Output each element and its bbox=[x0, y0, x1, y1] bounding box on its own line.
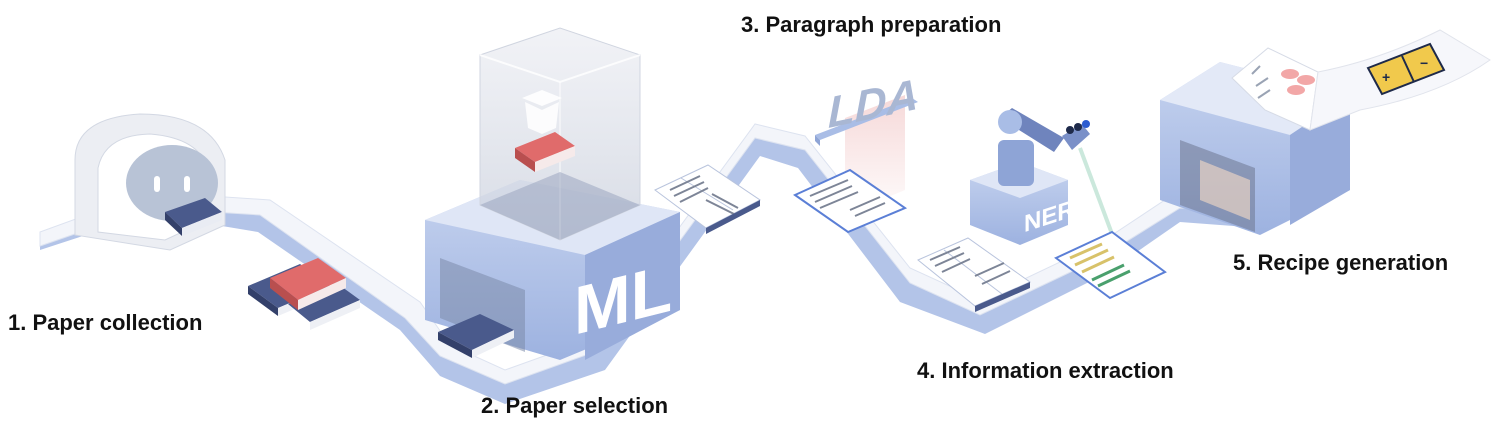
paper-icon bbox=[1054, 230, 1167, 300]
book-icon bbox=[165, 198, 222, 236]
book-stack bbox=[248, 258, 360, 330]
svg-text:−: − bbox=[1420, 55, 1428, 71]
step-label-paper-collection: 1. Paper collection bbox=[8, 310, 203, 335]
step-label-information-extraction: 4. Information extraction bbox=[917, 358, 1174, 383]
open-book-icon bbox=[654, 164, 761, 234]
book-icon bbox=[515, 132, 575, 172]
step-label-recipe-generation: 5. Recipe generation bbox=[1233, 250, 1449, 275]
book-icon bbox=[438, 314, 514, 358]
svg-text:+: + bbox=[1382, 69, 1390, 85]
step-label-paper-selection: 2. Paper selection bbox=[481, 393, 669, 418]
step-label-paragraph-preparation: 3. Paragraph preparation bbox=[741, 12, 1002, 37]
trash-icon bbox=[522, 90, 562, 134]
collection-scanner bbox=[74, 113, 226, 251]
open-book-icon bbox=[917, 237, 1032, 312]
glass-chamber bbox=[479, 27, 641, 241]
battery-icon: + − bbox=[1366, 42, 1446, 96]
paper-icon bbox=[792, 168, 908, 234]
